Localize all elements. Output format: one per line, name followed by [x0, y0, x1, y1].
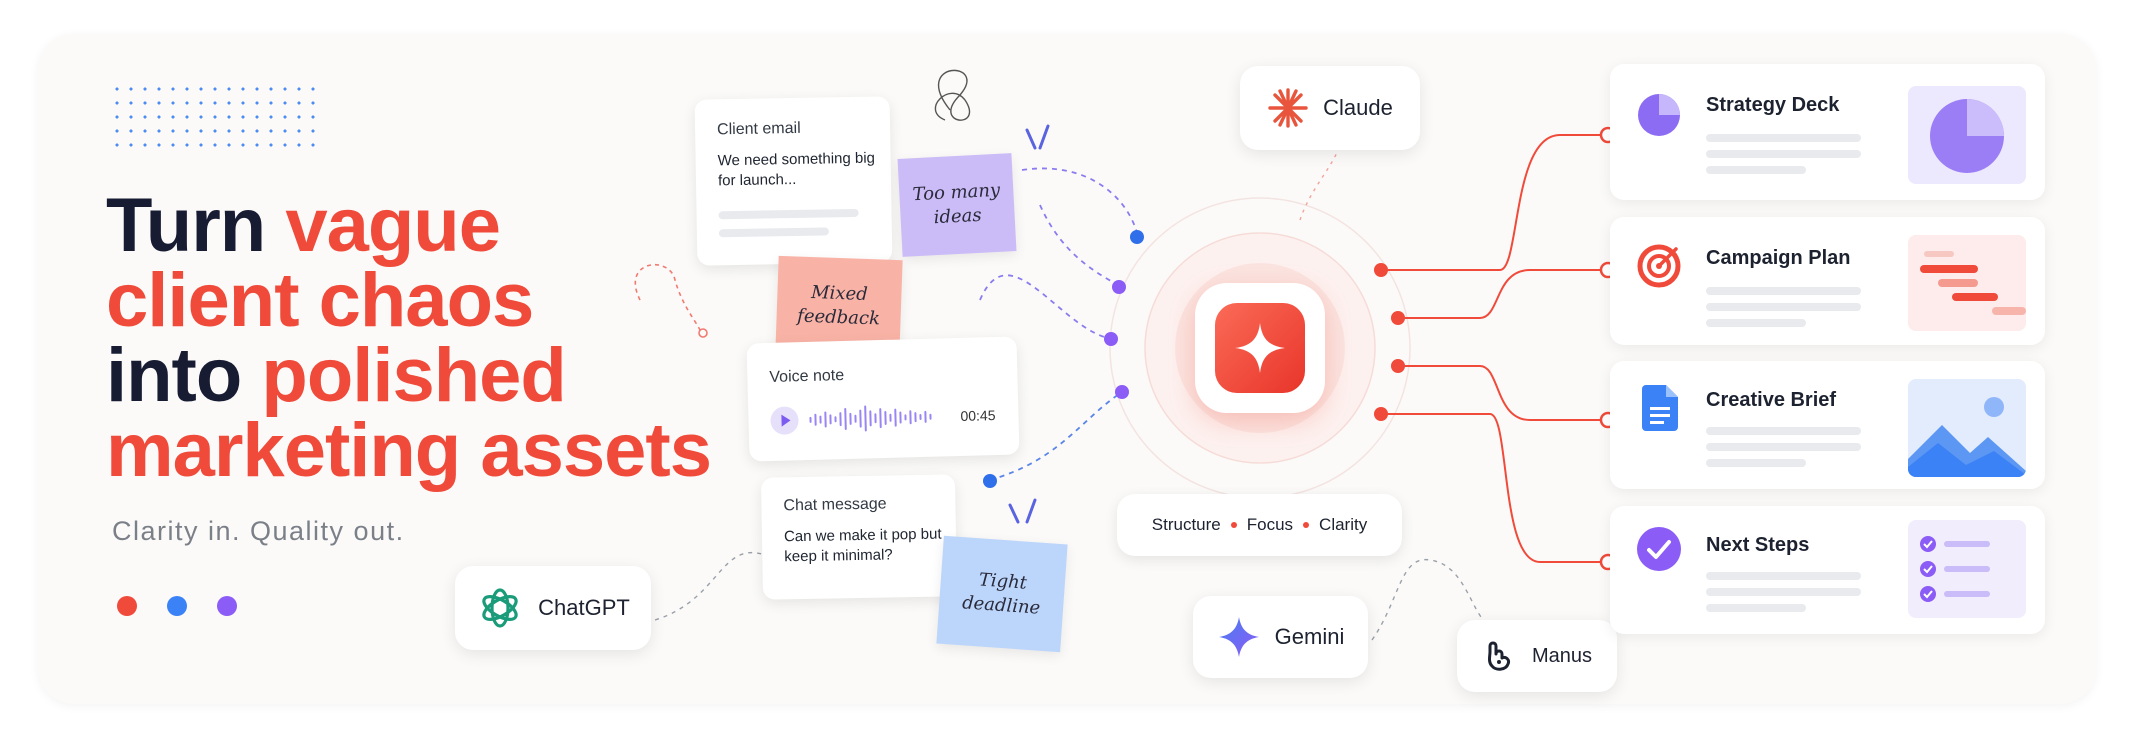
text-placeholder-bar: [1706, 134, 1861, 142]
chatgpt-logo-icon: [482, 588, 518, 628]
voice-note-duration: 00:45: [960, 407, 996, 424]
text-placeholder-bar: [1706, 150, 1861, 158]
chatgpt-label: ChatGPT: [538, 595, 630, 620]
gemini-badge: Gemini: [1193, 596, 1368, 678]
output-title: Strategy Deck: [1706, 94, 1840, 116]
output-title: Campaign Plan: [1706, 247, 1851, 269]
red-dot-decoration: [117, 596, 137, 616]
text-placeholder-bar: [718, 227, 829, 238]
text-placeholder-bar: [718, 208, 859, 220]
claude-logo-icon: [1268, 88, 1308, 128]
client-email-title: Client email: [716, 119, 801, 139]
waveform-icon: [809, 405, 932, 432]
text-placeholder-bar: [1706, 588, 1861, 596]
headline-line-1: Turn vague: [106, 183, 501, 268]
text-placeholder-bar: [1706, 459, 1806, 467]
client-email-card: Client email We need something big for l…: [694, 96, 893, 266]
headline-line-4: marketing assets: [106, 408, 712, 493]
gemini-label: Gemini: [1274, 624, 1345, 649]
tagline: Clarity in. Quality out.: [112, 516, 405, 546]
headline-line-3: into polished: [106, 333, 567, 418]
chatgpt-badge: ChatGPT: [455, 566, 651, 650]
text-placeholder-bar: [1706, 443, 1861, 451]
pie-chart-thumbnail: [1908, 86, 2026, 184]
separator-dot: [1303, 522, 1310, 528]
text-placeholder-bar: [1706, 604, 1806, 612]
claude-label: Claude: [1323, 95, 1393, 120]
output-panel-campaign-plan[interactable]: Campaign Plan: [1610, 217, 2045, 345]
client-email-text: We need something big for launch...: [717, 149, 876, 190]
claude-badge: Claude: [1240, 66, 1420, 150]
pie-chart-icon: [1638, 94, 1680, 136]
sticky-note-tight-deadline: Tight deadline: [936, 535, 1068, 653]
document-icon: [1642, 385, 1678, 431]
image-icon: [1908, 397, 2026, 477]
blue-dot-decoration: [167, 596, 187, 616]
pillar-focus: Focus: [1246, 515, 1294, 534]
output-panel-next-steps[interactable]: Next Steps: [1610, 506, 2045, 634]
sparkle-icon: [1235, 323, 1285, 373]
headline: Turn vague client chaos into polished ma…: [106, 183, 746, 493]
text-placeholder-bar: [1706, 427, 1861, 435]
gantt-thumbnail: [1908, 235, 2026, 331]
output-title: Next Steps: [1706, 534, 1810, 556]
output-title: Creative Brief: [1706, 389, 1837, 411]
play-icon: [781, 414, 791, 427]
hub-card: [1195, 283, 1325, 413]
dot-grid-decoration: [110, 82, 320, 152]
text-placeholder-bar: [1706, 572, 1861, 580]
hub-logo: [1215, 303, 1305, 393]
output-panel-creative-brief[interactable]: Creative Brief: [1610, 361, 2045, 489]
purple-dot-decoration: [217, 596, 237, 616]
manus-logo-icon: [1487, 641, 1510, 671]
output-panel-strategy-deck[interactable]: Strategy Deck: [1610, 64, 2045, 200]
manus-label: Manus: [1531, 644, 1593, 667]
check-circle-icon: [1637, 527, 1681, 571]
target-icon: [1637, 244, 1681, 288]
landscape-thumbnail: [1908, 379, 2026, 477]
text-placeholder-bar: [1706, 319, 1806, 327]
checklist-icon: [1920, 536, 1990, 602]
chat-message-card: Chat message Can we make it pop but keep…: [760, 474, 958, 600]
pillar-structure: Structure: [1151, 515, 1221, 534]
pie-chart-icon: [1930, 99, 2004, 173]
gemini-logo-icon: [1218, 617, 1259, 657]
manus-badge: Manus: [1457, 620, 1617, 692]
voice-note-card: Voice note 00:45: [746, 336, 1020, 462]
checklist-thumbnail: [1908, 520, 2026, 618]
pillar-clarity: Clarity: [1319, 515, 1368, 534]
text-placeholder-bar: [1706, 166, 1806, 174]
headline-line-2: client chaos: [106, 258, 534, 343]
text-placeholder-bar: [1706, 287, 1861, 295]
chat-message-text: Can we make it pop but keep it minimal?: [783, 525, 942, 566]
gantt-chart-icon: [1920, 251, 2026, 315]
text-placeholder-bar: [1706, 303, 1861, 311]
voice-note-title: Voice note: [769, 367, 845, 386]
play-button[interactable]: [770, 406, 799, 435]
pillars-pill: Structure Focus Clarity: [1117, 494, 1402, 556]
chat-message-title: Chat message: [783, 495, 887, 515]
separator-dot: [1230, 522, 1237, 528]
sticky-note-too-many-ideas: Too many ideas: [897, 153, 1017, 257]
